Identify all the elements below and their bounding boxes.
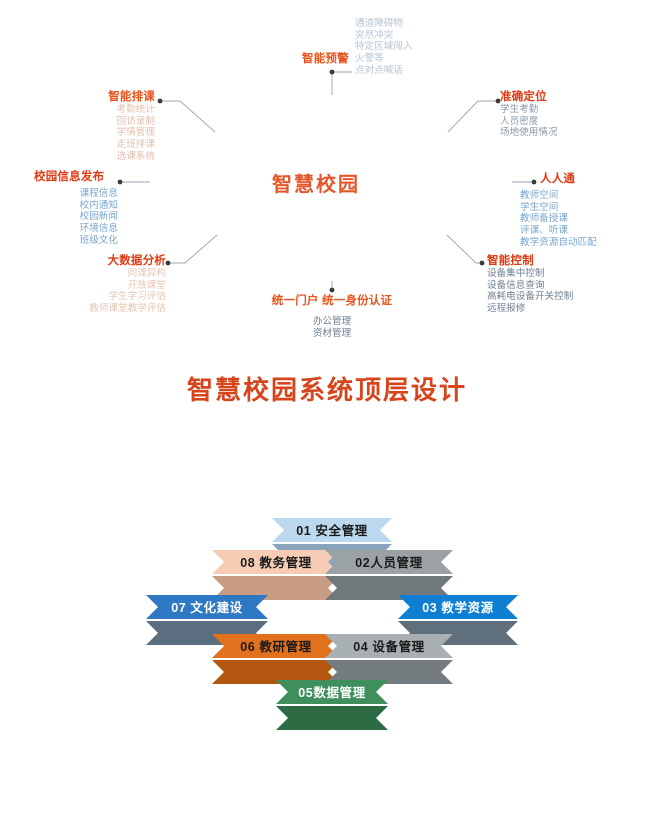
list-item: 远程报修 (487, 303, 526, 315)
list-item: 突然冲突 (355, 29, 394, 41)
list-item: 评课、听课 (520, 225, 568, 237)
list-item: 开放课堂 (127, 279, 166, 291)
block-02[interactable]: 02人员管理 (325, 550, 453, 600)
callout-campus-info-items: 课程信息 校内通知 校园新闻 环境信息 班级文化 (50, 188, 118, 247)
block-01-label: 01 安全管理 (296, 523, 368, 538)
page-title: 智慧校园系统顶层设计 (186, 375, 467, 405)
block-shapes: 01 安全管理 08 教务管理 02人员管理 07 文化建设 03 教学资源 (146, 518, 518, 730)
list-item: 走班排课 (116, 139, 155, 151)
list-item: 校内通知 (79, 199, 118, 211)
list-item: 学生学习评估 (108, 291, 166, 303)
block-06-label: 06 教研管理 (240, 639, 312, 654)
list-item: 设备集中控制 (487, 268, 545, 280)
block-04[interactable]: 04 设备管理 (325, 634, 453, 684)
callout-campus-info-heading-wrap: 校园信息发布 (34, 170, 104, 184)
list-item: 环境信息 (79, 223, 118, 235)
list-item: 考勤统计 (116, 104, 155, 116)
block-03-label: 03 教学资源 (422, 600, 494, 615)
list-item: 学生考勤 (500, 104, 539, 116)
callout-smart-control: 智能控制 设备集中控制 设备信息查询 高耗电设备开关控制 远程报修 (487, 254, 573, 315)
callout-big-data: 大数据分析 同课异构 开放课堂 学生学习评估 教师课堂教学评估 (48, 254, 166, 315)
callout-unified-portal-items: 办公管理 资材管理 (242, 316, 422, 339)
list-item: 学生空间 (520, 201, 559, 213)
block-08-label: 08 教务管理 (240, 555, 312, 570)
callout-everyone-connect: 人人通 (540, 172, 575, 186)
block-05[interactable]: 05数据管理 (276, 680, 388, 730)
callout-smart-warning-heading: 智能预警 (302, 53, 349, 65)
callout-unified-portal-heading: 统一门户 统一身份认证 (271, 295, 393, 307)
list-item: 教学资源自动匹配 (520, 236, 597, 248)
callout-everyone-connect-heading: 人人通 (540, 173, 576, 185)
callout-big-data-heading: 大数据分析 (107, 255, 166, 267)
callout-accurate-positioning: 准确定位 学生考勤 人员密度 场地使用情况 (500, 90, 558, 139)
list-item: 场地使用情况 (500, 127, 558, 139)
block-07-label: 07 文化建设 (171, 600, 243, 615)
list-item: 教师备授课 (520, 213, 568, 225)
callout-campus-info-heading: 校园信息发布 (34, 171, 105, 183)
list-item: 办公管理 (312, 316, 352, 327)
list-item: 回访录制 (116, 115, 155, 127)
list-item: 教师课堂教学评估 (89, 303, 166, 315)
list-item: 班级文化 (79, 234, 118, 246)
center-label: 智慧校园 (272, 174, 360, 196)
list-item: 点对点喊话 (355, 64, 403, 76)
callout-smart-warning-title: 智能预警 (302, 52, 349, 66)
block-06[interactable]: 06 教研管理 (212, 634, 340, 684)
block-04-label: 04 设备管理 (353, 639, 425, 654)
callout-smart-scheduling-heading: 智能排课 (108, 91, 155, 103)
list-item: 特定区域闯入 (355, 41, 413, 53)
block-08[interactable]: 08 教务管理 (212, 550, 340, 600)
callout-smart-scheduling: 智能排课 考勤统计 回访录制 学情管理 走班排课 选课系统 (45, 90, 155, 163)
list-item: 火警等 (355, 53, 384, 65)
list-item: 高耗电设备开关控制 (487, 291, 574, 303)
list-item: 选课系统 (116, 150, 155, 162)
list-item: 课程信息 (79, 188, 118, 199)
connector-lines (117, 69, 537, 293)
list-item: 设备信息查询 (487, 279, 545, 291)
list-item: 资材管理 (312, 327, 352, 339)
diagram-canvas: 01 安全管理 08 教务管理 02人员管理 07 文化建设 03 教学资源 (34, 18, 597, 730)
list-item: 人员密度 (500, 115, 539, 127)
callout-smart-warning-items: 通道障碍物 突然冲突 特定区域闯入 火警等 点对点喊话 (355, 18, 413, 77)
callout-everyone-connect-items: 教师空间 学生空间 教师备授课 评课、听课 教学资源自动匹配 (520, 190, 597, 249)
callout-unified-portal: 统一门户 统一身份认证 (232, 294, 432, 308)
block-05-label: 05数据管理 (298, 685, 366, 700)
block-02-label: 02人员管理 (355, 555, 423, 570)
callout-accurate-positioning-heading: 准确定位 (500, 91, 547, 103)
list-item: 学情管理 (116, 127, 155, 139)
list-item: 通道障碍物 (355, 18, 403, 29)
list-item: 同课异构 (127, 268, 166, 280)
list-item: 校园新闻 (79, 211, 118, 223)
list-item: 教师空间 (520, 190, 559, 201)
callout-smart-control-heading: 智能控制 (487, 255, 534, 267)
